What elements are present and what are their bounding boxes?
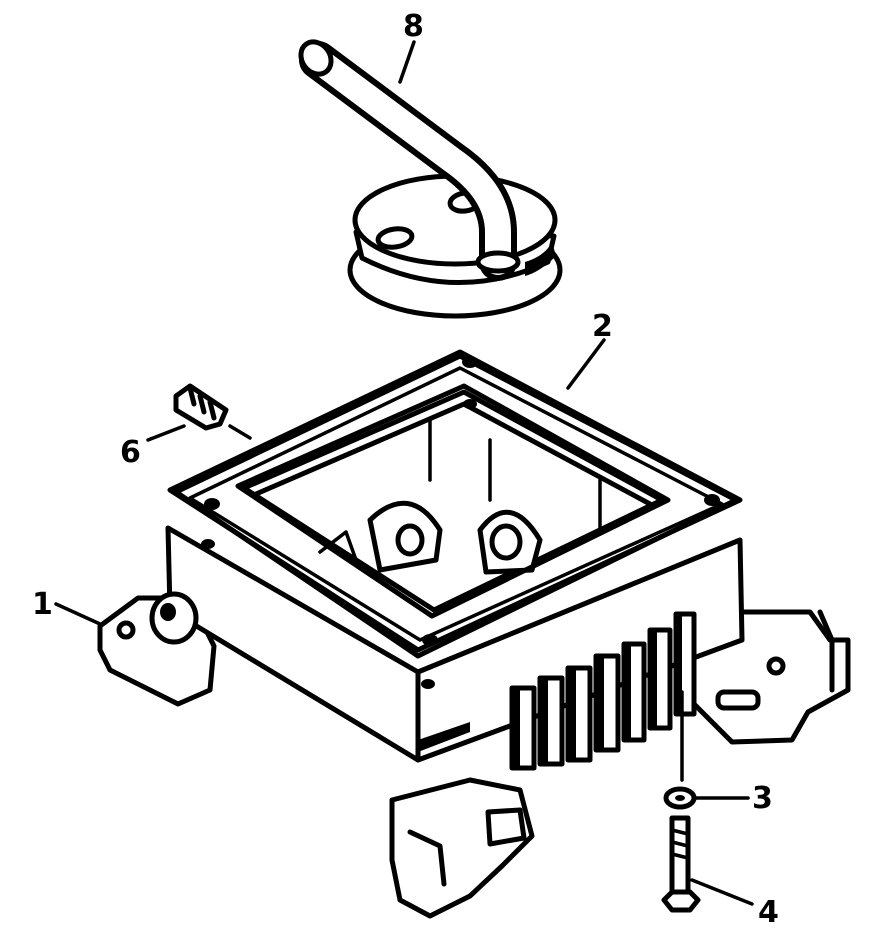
part-6-fitting xyxy=(173,383,252,440)
part-2-gasket xyxy=(173,353,739,659)
callout-8: 8 xyxy=(403,9,424,44)
leader-line-8 xyxy=(398,40,416,84)
leader-line-6 xyxy=(146,424,186,442)
callout-2: 2 xyxy=(592,309,613,344)
part-3-washer xyxy=(663,786,697,810)
callout-4: 4 xyxy=(758,895,779,930)
leader-line-2 xyxy=(566,338,606,390)
callout-6: 6 xyxy=(120,435,141,470)
callouts: 8 2 6 1 3 4 xyxy=(32,9,779,930)
housing-cooling-fins xyxy=(509,611,697,771)
part-8-cover-with-tube xyxy=(298,39,563,319)
leader-line-1 xyxy=(54,602,102,626)
leader-line-4 xyxy=(690,878,754,906)
part-4-bolt xyxy=(661,690,701,913)
callout-3: 3 xyxy=(752,781,773,816)
callout-1: 1 xyxy=(32,587,53,622)
part-1-housing xyxy=(97,349,851,919)
